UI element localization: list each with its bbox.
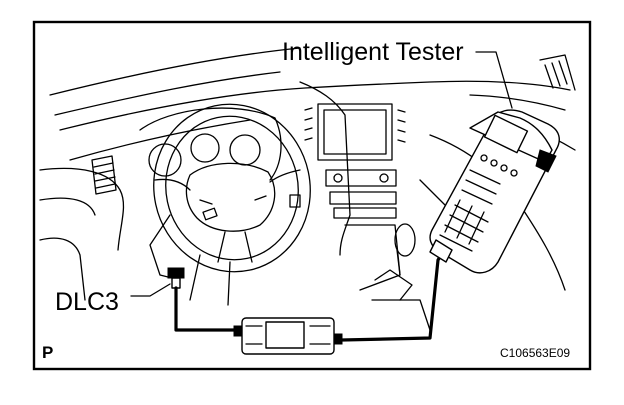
- tester-leader-line: [475, 51, 513, 109]
- figure-frame: [32, 20, 592, 371]
- left-air-vent: [91, 155, 117, 195]
- steering-wheel: [149, 103, 311, 306]
- cable-right: [340, 242, 450, 342]
- dlc3-label: DLC3: [55, 288, 119, 316]
- center-console: [299, 81, 431, 331]
- cable-left: [174, 286, 247, 332]
- dlc3-port: [130, 267, 185, 297]
- tester-label: Intelligent Tester: [282, 38, 464, 66]
- interface-module: [233, 317, 343, 355]
- intelligent-tester-device: [429, 109, 560, 274]
- page-letter: P: [42, 343, 54, 362]
- figure-code: C106563E09: [500, 346, 571, 360]
